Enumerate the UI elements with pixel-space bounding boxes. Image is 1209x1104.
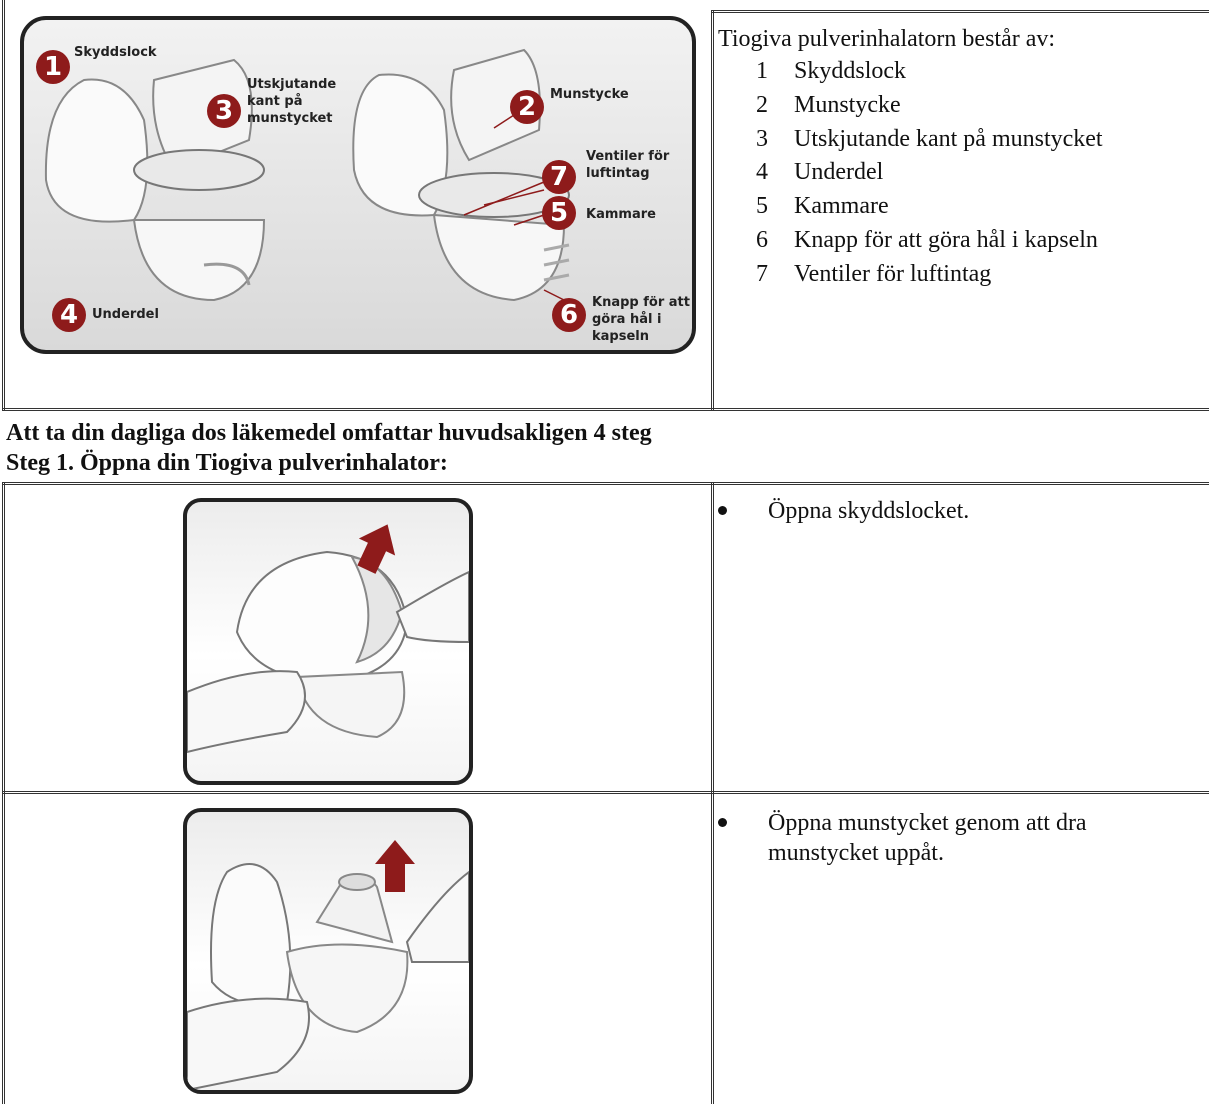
callout-label-6: Knapp för att göra hål i kapseln <box>592 295 690 344</box>
callout-label-2: Munstycke <box>550 87 629 102</box>
callout-badge-1: 1 <box>36 50 70 84</box>
callout-label-5: Kammare <box>586 207 656 222</box>
callout-badge-3: 3 <box>207 94 241 128</box>
table-border <box>2 482 1209 485</box>
callout-badge-6: 6 <box>552 298 586 332</box>
callout-badge-5: 5 <box>542 196 576 230</box>
callout-label-3: Utskjutande kant på munstycket <box>247 77 337 126</box>
instruction-text: Öppna munstycket genom att dra munstycke… <box>768 810 1087 866</box>
callout-badge-4: 4 <box>52 298 86 332</box>
open-cap-illustration <box>183 498 473 785</box>
main-heading: Att ta din dagliga dos läkemedel omfatta… <box>6 420 652 446</box>
callout-badge-7: 7 <box>542 160 576 194</box>
bullet-icon <box>718 818 727 827</box>
inhaler-illustration <box>44 48 570 302</box>
table-border <box>711 10 714 411</box>
open-mouthpiece-illustration <box>183 808 473 1094</box>
open-cap-drawing <box>187 524 469 754</box>
table-border <box>2 0 5 411</box>
instruction-text: Öppna skyddslocket. <box>768 498 970 524</box>
parts-intro-title: Tiogiva pulverinhalatorn består av: <box>718 26 1056 52</box>
bullet-icon <box>718 506 727 515</box>
step1-heading: Steg 1. Öppna din Tiogiva pulverinhalato… <box>6 450 448 476</box>
open-mouthpiece-drawing <box>187 840 469 1090</box>
callout-badge-2: 2 <box>510 90 544 124</box>
table-border <box>2 791 1209 794</box>
callout-label-1: Skyddslock <box>74 45 157 60</box>
table-border <box>711 10 1209 13</box>
table-border <box>2 408 1209 411</box>
callout-label-4: Underdel <box>92 307 159 322</box>
inhaler-parts-diagram: 1 Skyddslock 3 Utskjutande kant på munst… <box>20 16 696 354</box>
callout-label-7: Ventiler för luftintag <box>586 149 670 181</box>
